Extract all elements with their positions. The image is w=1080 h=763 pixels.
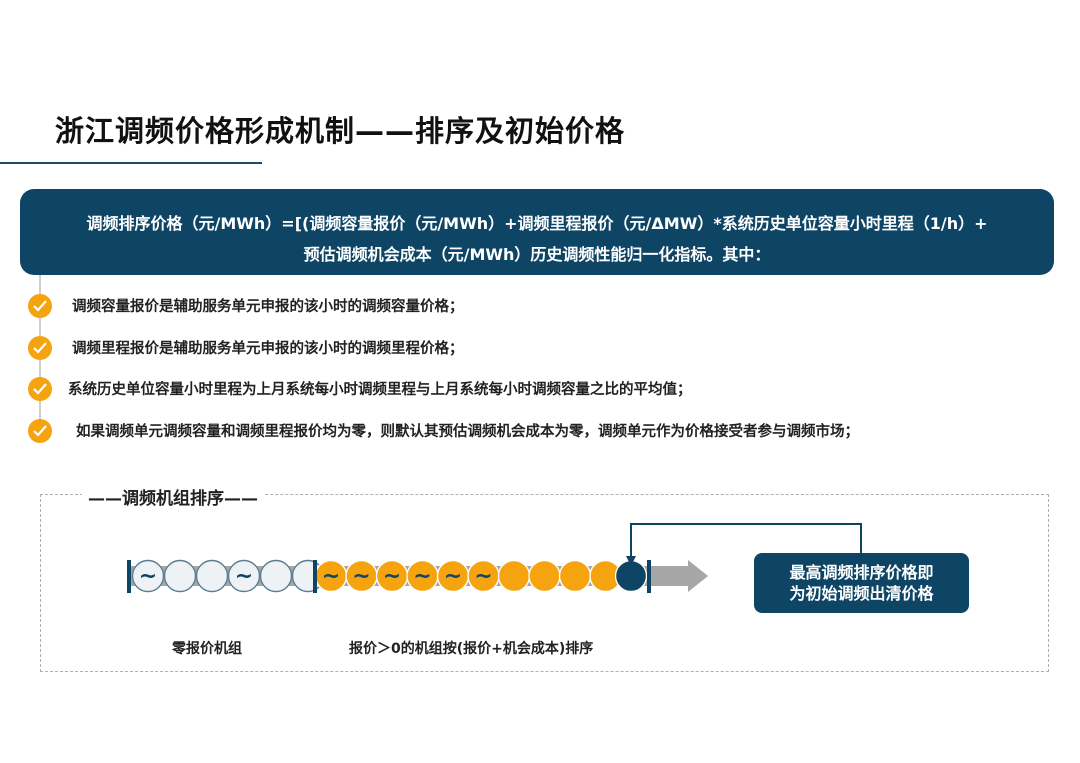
unit-row: ~ ~ ~ ~ ~ ~ ~ ~ xyxy=(131,559,648,593)
wave-icon: ~ xyxy=(139,564,157,589)
zero-price-unit xyxy=(227,559,261,593)
bullet-item: 调频里程报价是辅助服务单元申报的该小时的调频里程价格； xyxy=(0,334,1000,362)
zero-price-units-label: 零报价机组 xyxy=(172,641,242,657)
title-underline xyxy=(0,162,262,164)
bullet-item: 如果调频单元调频容量和调频里程报价均为零，则默认其预估调频机会成本为零，调频单元… xyxy=(0,417,1000,445)
check-icon xyxy=(28,419,52,443)
page-title: 浙江调频价格形成机制——排序及初始价格 xyxy=(55,114,626,148)
zero-price-unit xyxy=(163,559,197,593)
diagram-frame xyxy=(40,494,1049,672)
positive-group-end-bar xyxy=(647,560,651,593)
wave-icon: ~ xyxy=(322,564,340,589)
bullet-text: 如果调频单元调频容量和调频里程报价均为零，则默认其预估调频机会成本为零，调频单元… xyxy=(76,424,859,440)
formula-line-2: 预估调频机会成本（元/MWh）历史调频性能归一化指标。其中： xyxy=(303,245,771,264)
callout-line-2: 为初始调频出清价格 xyxy=(789,584,934,603)
zero-group-start-bar xyxy=(127,560,131,593)
formula-box: 调频排序价格（元/MWh）=[(调频容量报价（元/MWh）+调频里程报价（元/Δ… xyxy=(20,189,1054,275)
zero-price-unit xyxy=(131,559,165,593)
bullet-text: 调频里程报价是辅助服务单元申报的该小时的调频里程价格； xyxy=(72,341,464,357)
wave-icon: ~ xyxy=(383,564,401,589)
bullet-text: 调频容量报价是辅助服务单元申报的该小时的调频容量价格； xyxy=(72,299,464,315)
check-icon xyxy=(28,294,52,318)
bullet-item: 系统历史单位容量小时里程为上月系统每小时调频里程与上月系统每小时调频容量之比的平… xyxy=(0,375,1000,403)
diagram-section-title: ——调频机组排序—— xyxy=(82,484,264,509)
wave-icon: ~ xyxy=(474,564,492,589)
clearing-price-callout: 最高调频排序价格即 为初始调频出清价格 xyxy=(754,553,969,613)
zero-price-unit xyxy=(259,559,293,593)
check-icon xyxy=(28,336,52,360)
callout-line-1: 最高调频排序价格即 xyxy=(789,563,934,582)
wave-icon: ~ xyxy=(352,564,370,589)
positive-price-unit xyxy=(558,559,592,593)
group-divider-bar xyxy=(313,560,317,593)
formula-line-1: 调频排序价格（元/MWh）=[(调频容量报价（元/MWh）+调频里程报价（元/Δ… xyxy=(86,214,988,233)
wave-icon: ~ xyxy=(444,564,462,589)
positive-price-unit xyxy=(497,559,531,593)
bullet-item: 调频容量报价是辅助服务单元申报的该小时的调频容量价格； xyxy=(0,292,1000,320)
wave-icon: ~ xyxy=(235,564,253,589)
check-icon xyxy=(28,377,52,401)
positive-price-units-label: 报价＞0的机组按(报价+机会成本)排序 xyxy=(349,641,594,657)
positive-price-unit xyxy=(528,559,561,593)
callout-pointer-arrowhead xyxy=(626,556,636,566)
bullet-text: 系统历史单位容量小时里程为上月系统每小时调频里程与上月系统每小时调频容量之比的平… xyxy=(68,382,692,398)
zero-price-unit xyxy=(195,559,229,593)
callout-connector xyxy=(630,523,862,563)
wave-icon: ~ xyxy=(413,564,431,589)
